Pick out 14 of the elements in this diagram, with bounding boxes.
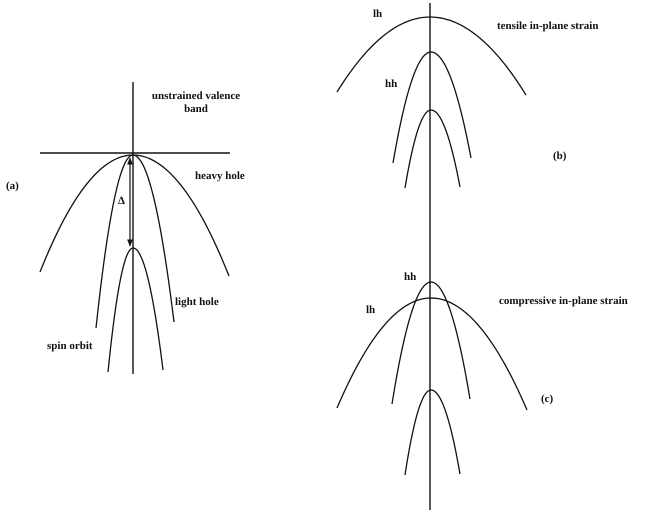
band-label: unstrained valence band	[150, 90, 242, 116]
band-label: light hole	[175, 296, 219, 309]
panel-label: (a)	[6, 180, 19, 193]
band-label: hh	[385, 78, 398, 91]
band-label: compressive in-plane strain	[499, 295, 628, 308]
band-label: spin orbit	[47, 340, 93, 353]
band-label: lh	[373, 8, 382, 21]
band-label: hh	[404, 271, 416, 284]
band-label: lh	[366, 304, 376, 317]
band-label: tensile in-plane strain	[497, 20, 598, 33]
panel-label: (b)	[553, 150, 566, 163]
splitting-symbol: Δ	[118, 195, 125, 208]
panel-label: (c)	[541, 393, 554, 406]
band-label: heavy hole	[195, 170, 245, 183]
